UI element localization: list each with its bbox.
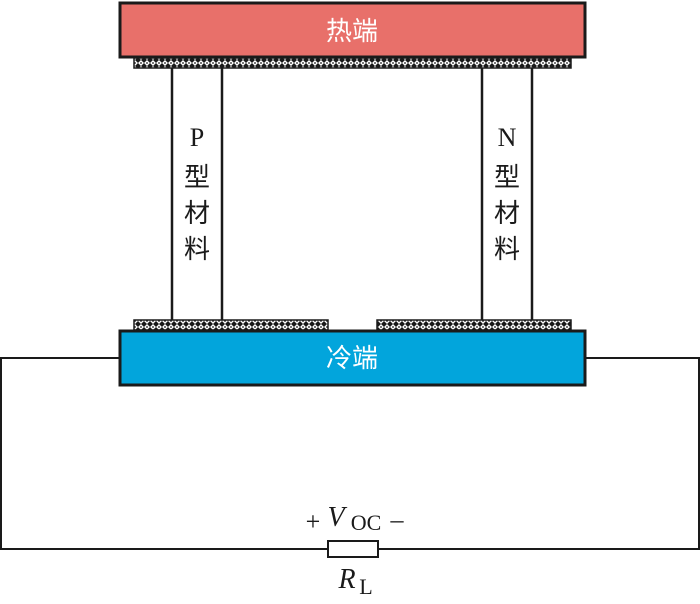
n-leg-letter: N <box>498 123 517 152</box>
hot-side-block: 热端 <box>118 1 587 59</box>
cold-side-label: 冷端 <box>326 344 378 374</box>
load-subscript: L <box>359 574 372 599</box>
p-leg-char-3: 料 <box>184 235 210 265</box>
p-leg-char-2: 材 <box>184 199 210 229</box>
load-resistor <box>327 540 379 558</box>
cold-electrode-left <box>133 319 329 331</box>
p-type-leg: P 型 材 料 <box>170 68 224 320</box>
hot-electrode <box>133 57 572 69</box>
load-symbol: R <box>337 564 355 595</box>
n-leg-char-1: 型 <box>494 163 520 193</box>
voltage-subscript: OC <box>351 510 382 535</box>
n-leg-char-2: 材 <box>494 199 520 229</box>
p-leg-char-1: 型 <box>184 163 210 193</box>
voltage-plus: + <box>306 507 321 536</box>
hot-side-label: 热端 <box>326 17 378 47</box>
p-leg-letter: P <box>190 123 204 152</box>
voltage-symbol: V <box>327 502 347 533</box>
n-type-leg: N 型 材 料 <box>480 68 534 320</box>
load-resistor-label: R L <box>337 564 372 599</box>
cold-electrode-right <box>376 319 572 331</box>
cold-side-block: 冷端 <box>118 329 587 387</box>
circuit-wire <box>0 357 700 550</box>
voltage-minus: – <box>390 505 405 534</box>
open-circuit-voltage-label: + V OC – <box>306 502 405 536</box>
n-leg-char-3: 料 <box>494 235 520 265</box>
